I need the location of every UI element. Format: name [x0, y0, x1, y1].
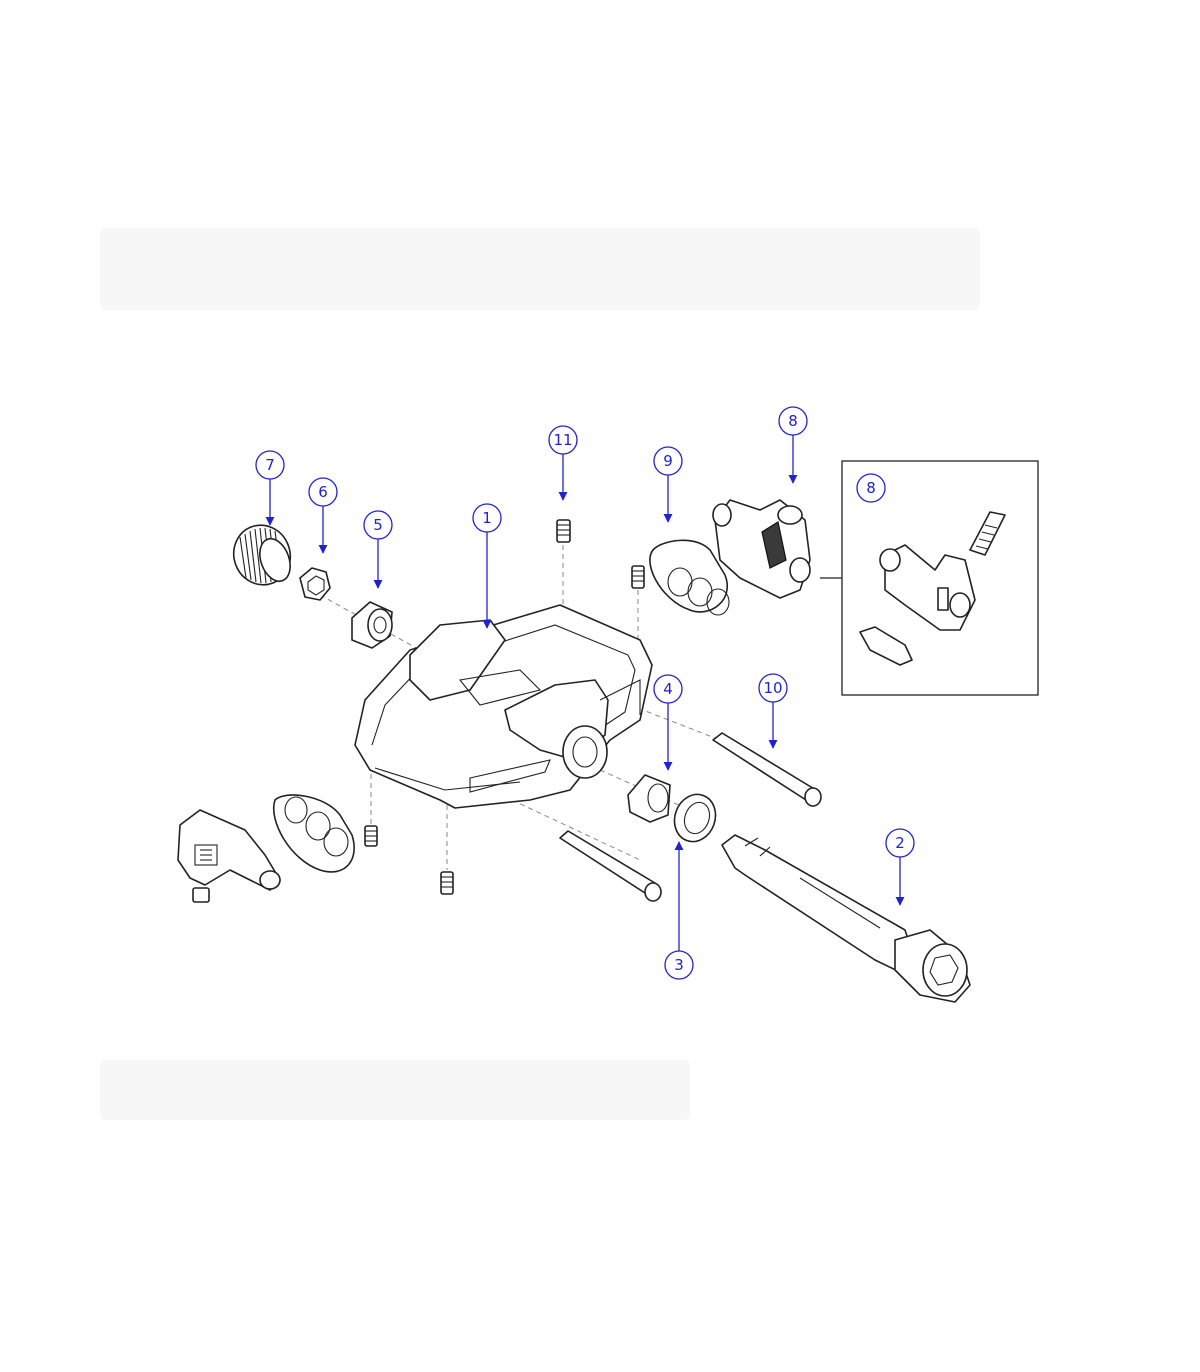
callout-circle [653, 674, 683, 704]
pin-bolt-part [559, 732, 822, 902]
bearing-part [351, 601, 393, 649]
callout-c7: 7 [255, 450, 285, 526]
callout-number: 11 [553, 431, 572, 449]
callout-number: 3 [674, 956, 684, 974]
cleat-retention-part-lower [177, 809, 281, 903]
callout-circle [653, 446, 683, 476]
callout-c6: 6 [308, 477, 338, 554]
callout-c4: 4 [653, 674, 683, 771]
retention-spring-part-lower [272, 794, 355, 873]
callout-c11: 11 [548, 425, 578, 501]
detail-inset-box [820, 460, 1039, 696]
grub-screw-part [364, 519, 645, 895]
callout-c10: 10 [758, 673, 788, 749]
faint-footer-band [100, 1060, 690, 1120]
callout-circle [548, 425, 578, 455]
callout-c2: 2 [885, 828, 915, 906]
callout-c8: 8 [778, 406, 808, 484]
callout-circle [363, 510, 393, 540]
callout-circle [255, 450, 285, 480]
callout-circle [664, 950, 694, 980]
callout-number: 1 [482, 509, 492, 527]
end-cap-part [232, 524, 292, 586]
axle-part [721, 834, 971, 1003]
seal-ring-part [673, 793, 717, 843]
callout-number: 10 [763, 679, 782, 697]
callout-number: 7 [265, 456, 275, 474]
retention-spring-part [649, 539, 730, 616]
callout-number: 2 [895, 834, 905, 852]
callout-circle [778, 406, 808, 436]
pedal-body-part [354, 604, 653, 809]
faint-header-band [100, 228, 980, 310]
callout-c8b: 8 [856, 473, 886, 503]
callout-number: 4 [663, 680, 673, 698]
callout-circle [308, 477, 338, 507]
callout-number: 9 [663, 452, 673, 470]
callout-circle [758, 673, 788, 703]
callout-number: 8 [788, 412, 798, 430]
callout-c1: 1 [472, 503, 502, 629]
cleat-retention-part [712, 499, 811, 599]
callout-circle [856, 473, 886, 503]
callout-circle [472, 503, 502, 533]
lock-nut-part [299, 567, 331, 601]
callout-layer: 1 2 3 4 5 6 7 8 8 9 10 11 [255, 406, 915, 980]
bushing-part [627, 774, 671, 823]
callout-circle [885, 828, 915, 858]
callout-c3: 3 [664, 841, 694, 980]
callout-c5: 5 [363, 510, 393, 589]
callout-c9: 9 [653, 446, 683, 523]
callout-number: 5 [373, 516, 383, 534]
callout-number: 8 [866, 479, 876, 497]
callout-number: 6 [318, 483, 328, 501]
